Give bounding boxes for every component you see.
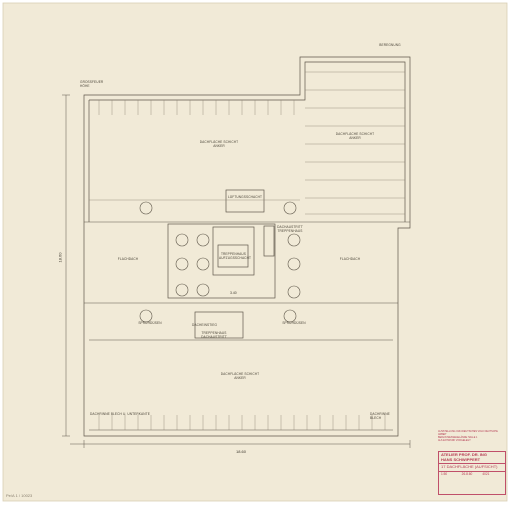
label-top-right: BEREGNUNG [379,43,401,47]
date: 26.8.60 [461,471,473,476]
label-core: TREPPENHAUS AUFZUGSSCHACHT [219,252,252,260]
scale: 1:50 [441,471,448,476]
stamp-line: AUSSTELLUNG 1934 DEUTSCHES VOLK DEUTSCHE… [438,430,498,436]
dimension-lines [62,94,411,448]
sheet-title: DACHFLÄCHE (AUFSICHT) [446,464,498,470]
stamp-line: BERLIN MESSEGELÄNDE HALLE 1 [438,435,478,439]
drawing-number: 4021 [482,471,490,476]
label-roof-south: DACHFLÄCHE SCHICHT ANKER [220,372,260,380]
label-core-upper: LÜFTUNGSSCHACHT [228,195,263,199]
label-spot-right: SPRÜHDÜSEN [282,321,306,325]
title-block: ATELIER PROF. DR. ING HANS SCHWIPPERT 17… [438,451,506,495]
dimension-bottom-total: 18.60 [236,449,247,454]
meta-row: 1:50 26.8.60 4021 [439,472,505,478]
roof-drains [139,201,301,323]
roof-hatching [89,71,405,430]
roof-plan-outline [83,56,411,437]
dimension-left-total: 18.60 [57,252,63,263]
sheet-number: 17 [441,464,446,470]
label-core-lower-left: DACHEINSTIEG [192,323,218,327]
office-name: ATELIER PROF. DR. ING HANS SCHWIPPERT [439,452,505,465]
dimension-core-width: 3.40 [230,291,237,295]
label-roof-north: DACHFLÄCHE SCHICHT ANKER [199,140,239,148]
label-roof-northeast: DACHFLÄCHE SCHICHT ANKER [335,132,375,140]
label-roof-east: FLACHDACH [339,257,361,261]
label-bottom-right: DACHRINNE BLECH [370,412,390,420]
label-spot-left: SPRÜHDÜSEN [138,321,162,325]
label-roof-west: FLACHDACH [117,257,139,261]
label-bottom-left: DACHRINNE BLECH U. UNTERKANTE [90,412,150,416]
label-core-right: DACHAUSTRITT TREPPENHAUS [277,225,303,233]
stamp-line: ALS ENTWURF VORGELEGT [438,438,471,442]
approval-stamp: AUSSTELLUNG 1934 DEUTSCHES VOLK DEUTSCHE… [438,430,506,449]
label-top-left: GROSSFEUER HÖHE [80,80,104,88]
label-core-lower-right: TREPPENHAUS DACHAUSTRITT [201,331,227,339]
pencil-note: Pe/A 1 / 10023 [6,493,33,498]
sheet-info: 17 DACHFLÄCHE (AUFSICHT) [439,464,505,472]
